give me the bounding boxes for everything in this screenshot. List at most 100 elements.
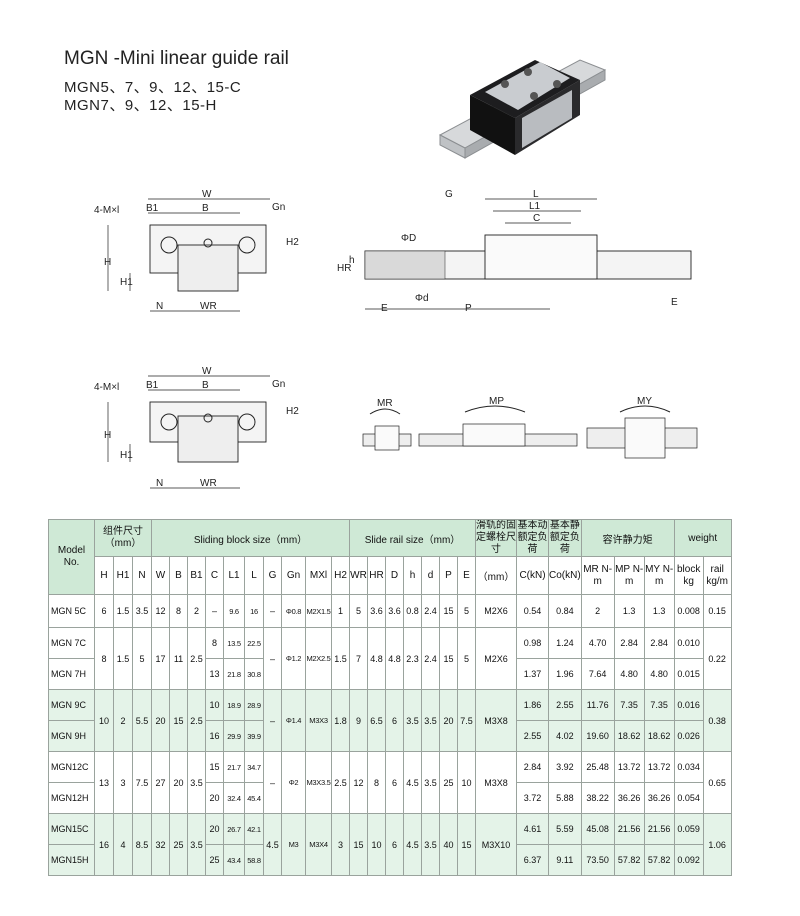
table-cell: Φ1.4 [281,689,306,752]
table-cell: 22.5 [244,627,264,659]
dim-H1: H1 [120,450,133,461]
table-cell: MGN15H [48,844,95,876]
table-cell: 2.84 [643,627,675,659]
dim-C: C [533,213,540,224]
table-cell: 7.35 [613,689,645,721]
table-cell: 16 [244,594,264,628]
col-H: H [94,556,114,595]
col-D: D [385,556,404,595]
dim-B1: B1 [146,380,159,391]
table-cell: 5 [132,627,152,690]
hdr-weight: weight [673,519,732,557]
table-cell: 4.80 [613,658,645,690]
table-cell: 0.84 [548,594,582,628]
product-photo [438,59,607,159]
table-cell: 32 [151,813,170,876]
table-cell: M2X6 [475,594,517,628]
table-cell: 10 [94,689,114,752]
table-cell: 5.59 [548,813,582,845]
table-cell: 25 [169,813,188,876]
table-cell: M2X2.5 [305,627,332,690]
table-cell: 8 [169,594,188,628]
table-cell: 20 [205,782,224,814]
hdr-block: Sliding block size（mm） [151,519,350,557]
dim-D: ΦD [401,233,416,244]
dim-H: H [104,257,111,268]
table-cell: 0.016 [673,689,704,721]
col-WR: WR [349,556,368,595]
hdr-moment: 容许静力矩 [580,519,675,557]
table-cell: 8 [94,627,114,690]
table-cell: 1.5 [113,594,133,628]
table-cell: Φ1.2 [281,627,306,690]
table-cell: 25 [205,844,224,876]
table-cell: 15 [457,813,476,876]
table-cell: 57.82 [643,844,675,876]
table-cell: 3 [331,813,350,876]
table-cell: MGN 7H [48,658,95,690]
spec-table: Model No. 组件尺寸（mm） Sliding block size（mm… [48,519,732,876]
table-cell: Φ0.8 [281,594,306,628]
table-cell: MGN12C [48,751,95,783]
table-cell: MGN 7C [48,627,95,659]
hdr-dyn: 基本动额定负荷 [516,519,549,557]
table-cell: 18.62 [613,720,645,752]
table-cell: 1.86 [516,689,549,721]
col-N: N [132,556,152,595]
table-cell: 7.64 [580,658,615,690]
table-cell: 1.06 [702,813,732,876]
table-cell: 9 [349,689,368,752]
dim-H2: H2 [286,406,299,417]
table-cell: 5.5 [132,689,152,752]
table-cell: 20 [151,689,170,752]
table-cell: 16 [94,813,114,876]
table-cell: 0.15 [702,594,732,628]
table-cell: 25 [439,751,458,814]
table-cell: 4.70 [580,627,615,659]
table-cell: 6.37 [516,844,549,876]
table-cell: 15 [439,594,458,628]
table-cell: 10 [457,751,476,814]
table-cell: 2.3 [403,627,422,690]
col-C-kN: C(kN) [516,556,549,595]
table-cell: 4.5 [403,813,422,876]
table-cell: – [205,594,224,628]
table-cell: 1.3 [613,594,645,628]
table-cell: M3 [281,813,306,876]
table-cell: 18.62 [643,720,675,752]
dim-E-right: E [671,297,678,308]
label-MY: MY [637,396,652,407]
table-cell: 13.5 [223,627,245,659]
table-cell: 3.5 [403,689,422,752]
table-cell: MGN 5C [48,594,95,628]
dim-H: H [104,430,111,441]
table-cell: 2.84 [516,751,549,783]
table-cell: 15 [439,627,458,690]
dim-holes: 4-M×l [94,382,119,393]
table-cell: 0.092 [673,844,704,876]
table-cell: 6 [385,751,404,814]
table-cell: 7.5 [132,751,152,814]
table-cell: 17 [151,627,170,690]
table-cell: 3.92 [548,751,582,783]
col-HR: HR [367,556,386,595]
table-cell: 10 [367,813,386,876]
table-cell: M3X3 [305,689,332,752]
table-cell: 3.5 [421,813,440,876]
table-cell: 2.5 [187,689,206,752]
col-MY: MY N-m [643,556,675,595]
table-cell: 4.80 [643,658,675,690]
table-cell: 15 [205,751,224,783]
table-cell: 0.026 [673,720,704,752]
table-cell: 8 [367,751,386,814]
col-B: B [169,556,188,595]
table-cell: 5.88 [548,782,582,814]
col-MP: MP N-m [613,556,645,595]
table-cell: 5 [457,627,476,690]
table-cell: 11.76 [580,689,615,721]
col-H2: H2 [331,556,350,595]
dim-E-left: E [381,303,388,314]
table-cell: 3 [113,751,133,814]
table-cell: 6 [385,689,404,752]
